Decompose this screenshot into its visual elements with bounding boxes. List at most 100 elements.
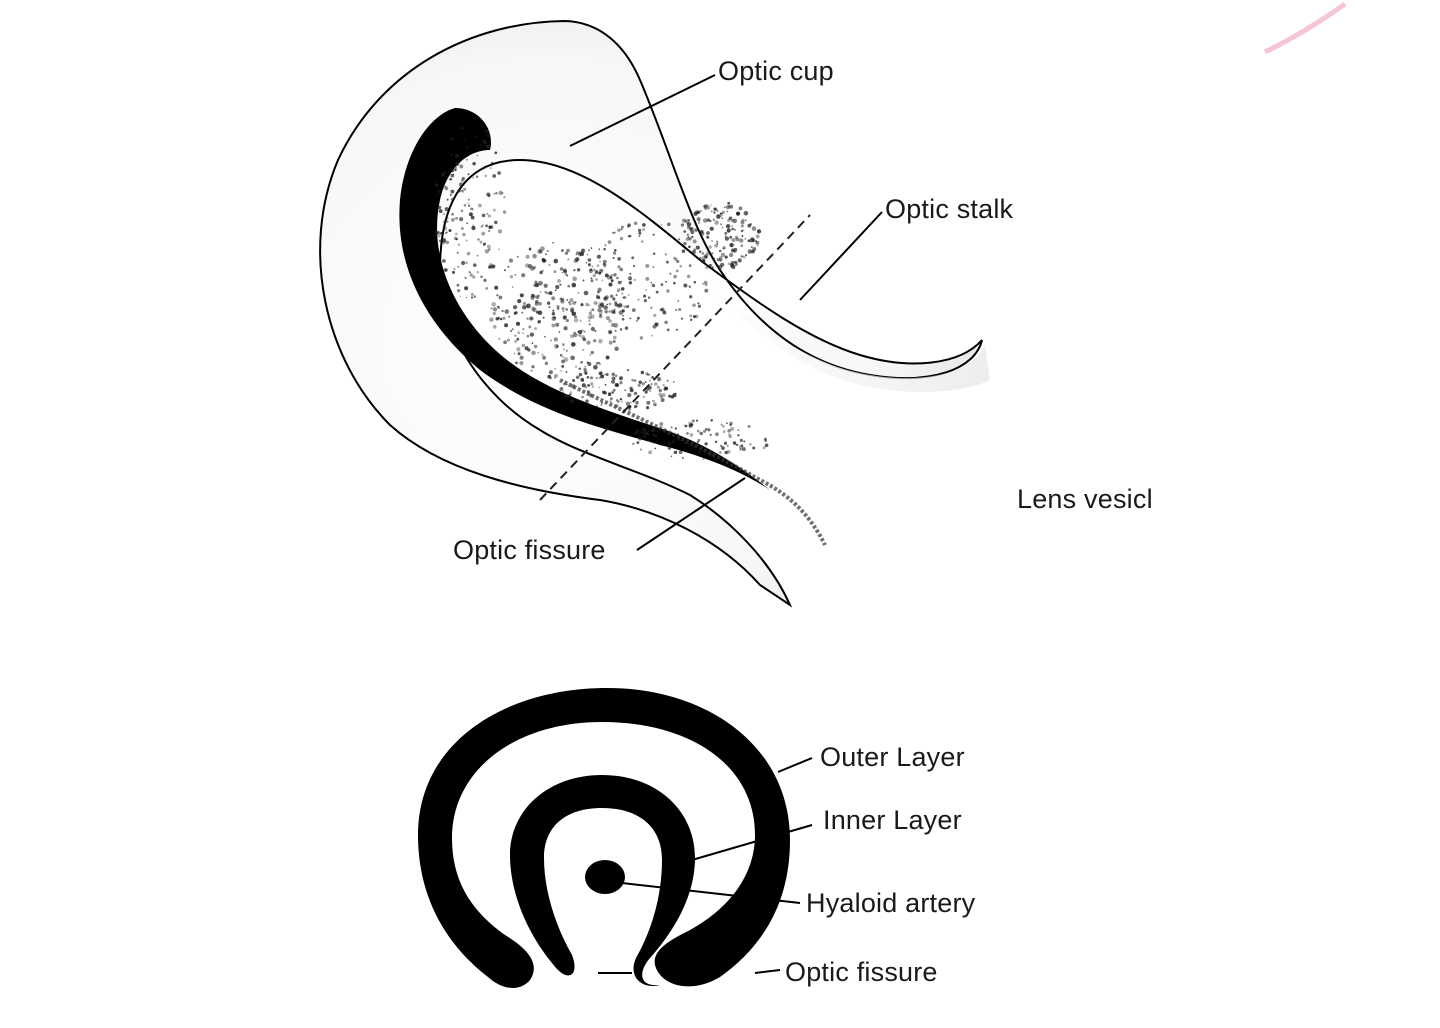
stipple-dot [548,306,551,309]
stipple-dot [573,318,579,323]
stipple-dot [633,405,637,409]
stipple-dot [728,434,732,439]
stipple-dot [721,446,725,450]
stipple-dot [581,383,586,388]
stipple-dot [714,220,719,225]
stipple-dot [451,212,454,216]
stipple-dot [644,289,647,291]
stipple-dot [681,249,686,253]
stipple-dot [455,216,458,220]
stipple-dot [577,330,580,333]
stipple-dot [602,259,607,264]
stipple-dot [619,381,623,385]
label-optic-fissure-upper: Optic fissure [453,535,606,565]
stipple-dot [578,329,583,335]
stipple-dot [598,338,603,344]
stipple-dot [580,248,586,253]
label-optic-stalk: Optic stalk [885,194,1014,224]
stipple-dot [677,300,680,302]
stipple-dot [457,188,461,193]
stipple-dot [511,286,514,288]
stipple-dot [462,232,466,237]
stipple-dot [702,218,708,223]
stipple-dot [699,257,702,260]
stipple-dot [601,305,605,308]
stipple-dot [565,308,568,311]
stipple-dot [564,394,567,398]
stipple-dot [593,339,597,343]
stipple-dot [595,278,599,281]
stipple-dot [488,225,491,229]
stipple-dot [697,302,700,305]
stipple-dot [727,201,731,205]
stipple-dot [608,282,613,287]
stipple-dot [726,228,731,233]
stipple-dot [764,443,769,448]
stipple-dot [617,288,621,292]
stipple-dot [513,352,516,355]
stipple-dot [598,271,602,275]
stipple-dot [539,291,542,293]
stipple-dot [474,135,477,138]
stipple-dot [588,249,591,252]
stipple-dot [477,203,482,208]
stipple-dot [544,291,547,294]
stipple-dot [490,161,494,165]
stipple-dot [651,283,656,288]
stipple-dot [476,254,479,257]
stipple-dot [650,306,653,309]
stipple-dot [711,239,714,243]
stipple-dot [708,245,712,249]
stipple-dot [659,308,663,312]
stipple-dot [458,216,464,222]
stipple-dot [629,278,632,281]
stipple-dot [530,369,533,372]
stipple-dot [584,365,587,368]
stipple-dot [611,391,614,394]
stipple-dot [493,192,496,195]
stipple-dot [465,239,468,242]
stipple-dot [448,228,452,233]
stipple-dot [597,296,601,300]
stipple-dot [534,295,539,299]
stipple-dot [710,419,713,422]
stipple-dot [756,229,762,234]
stipple-dot [696,210,701,215]
stipple-dot [566,299,569,301]
stipple-dot [724,255,728,259]
stipple-dot [652,433,655,436]
stipple-dot [729,235,733,239]
stipple-dot [644,381,647,384]
stipple-dot [481,224,484,227]
stipple-dot [522,301,527,305]
stipple-dot [666,222,671,227]
stipple-dot [719,223,723,226]
stipple-dot [596,254,601,259]
stipple-dot [640,370,645,375]
stipple-dot [517,299,522,304]
stipple-dot [590,314,595,319]
stipple-dot [667,446,672,450]
stipple-dot [483,278,487,282]
stipple-dot [465,261,468,264]
stipple-dot [571,342,576,347]
stipple-dot [564,251,569,255]
stipple-dot [563,357,569,362]
stipple-dot [591,308,595,312]
stipple-dot [486,144,490,148]
stipple-dot [668,446,671,450]
stipple-dot [726,422,728,425]
stipple-dot [573,269,576,272]
stipple-dot [588,319,591,323]
stipple-dot [548,291,553,295]
stipple-dot [573,332,578,338]
stipple-dot [565,370,568,374]
stipple-dot [611,309,616,314]
stipple-dot [598,371,603,376]
stipple-dot [562,391,565,394]
stipple-dot [752,247,757,252]
stipple-dot [501,191,504,195]
stipple-dot [672,380,675,383]
stipple-dot [578,372,583,377]
stipple-dot [617,280,622,285]
